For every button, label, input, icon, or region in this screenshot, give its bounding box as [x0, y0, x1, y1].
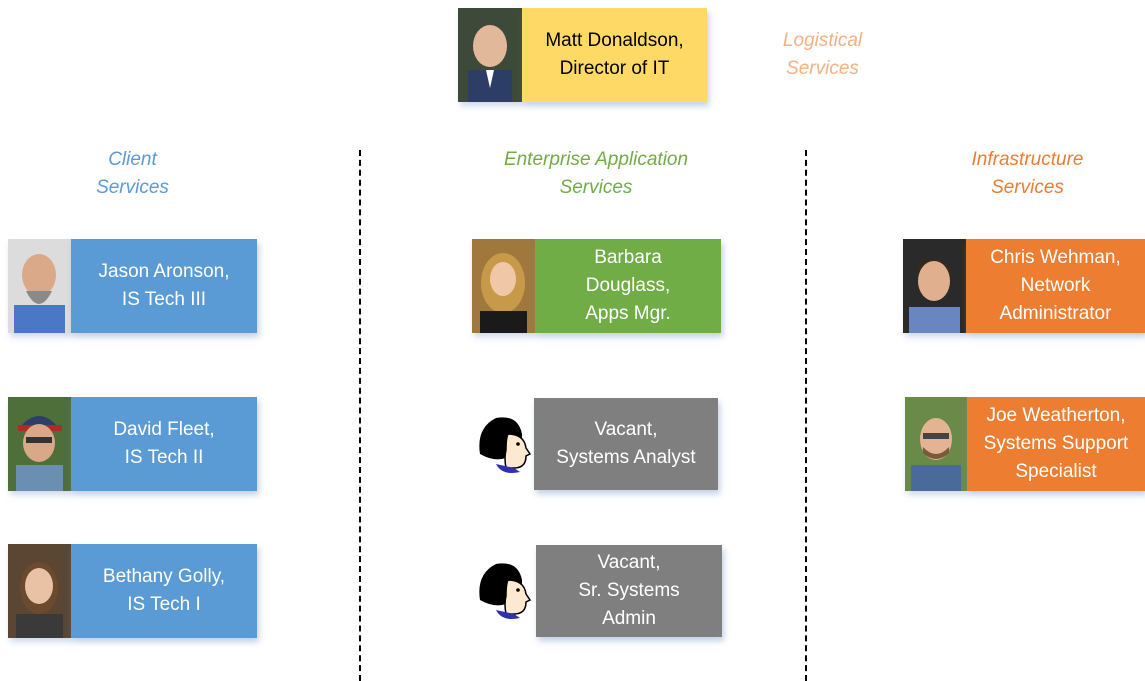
infrastructure-member-1-box: Chris Wehman, Network Administrator	[966, 239, 1145, 333]
divider-right	[805, 150, 807, 681]
infrastructure-member-2-photo	[905, 397, 967, 491]
client-member-3-photo	[8, 544, 71, 638]
infrastructure-member-2-label: Joe Weatherton, Systems Support Speciali…	[983, 405, 1129, 482]
enterprise-member-3-label: Vacant, Sr. Systems Admin	[578, 552, 680, 629]
enterprise-member-1-photo	[472, 239, 535, 333]
director-box: Matt Donaldson, Director of IT	[522, 8, 707, 102]
client-member-2-box: David Fleet, IS Tech II	[71, 397, 257, 491]
client-member-1-box: Jason Aronson, IS Tech III	[71, 239, 257, 333]
infrastructure-services-heading: Infrastructure Services	[971, 149, 1084, 198]
enterprise-services-heading: Enterprise Application Services	[503, 149, 689, 198]
infrastructure-member-2-box: Joe Weatherton, Systems Support Speciali…	[967, 397, 1145, 491]
client-member-3-box: Bethany Golly, IS Tech I	[71, 544, 257, 638]
director-label: Matt Donaldson, Director of IT	[545, 30, 684, 79]
logistical-services-heading: Logistical Services	[782, 30, 863, 79]
client-member-2-photo	[8, 397, 71, 491]
client-member-1-photo	[8, 239, 71, 333]
client-member-2-label: David Fleet, IS Tech II	[113, 419, 215, 468]
enterprise-member-1-box: Barbara Douglass, Apps Mgr.	[535, 239, 721, 333]
enterprise-member-3-box: Vacant, Sr. Systems Admin	[536, 545, 722, 637]
client-member-1-label: Jason Aronson, IS Tech III	[98, 261, 230, 310]
infrastructure-member-1-label: Chris Wehman, Network Administrator	[990, 247, 1121, 324]
divider-left	[359, 150, 361, 681]
director-photo	[458, 8, 522, 102]
vacant-person-icon-1	[479, 417, 532, 473]
infrastructure-member-1-photo	[903, 239, 966, 333]
enterprise-member-2-box: Vacant, Systems Analyst	[534, 398, 718, 490]
vacant-person-icon-2	[479, 563, 532, 619]
enterprise-member-2-label: Vacant, Systems Analyst	[556, 419, 696, 468]
client-member-3-label: Bethany Golly, IS Tech I	[102, 566, 226, 615]
client-services-heading: Client Services	[96, 149, 169, 198]
enterprise-member-1-label: Barbara Douglass, Apps Mgr.	[585, 247, 671, 324]
